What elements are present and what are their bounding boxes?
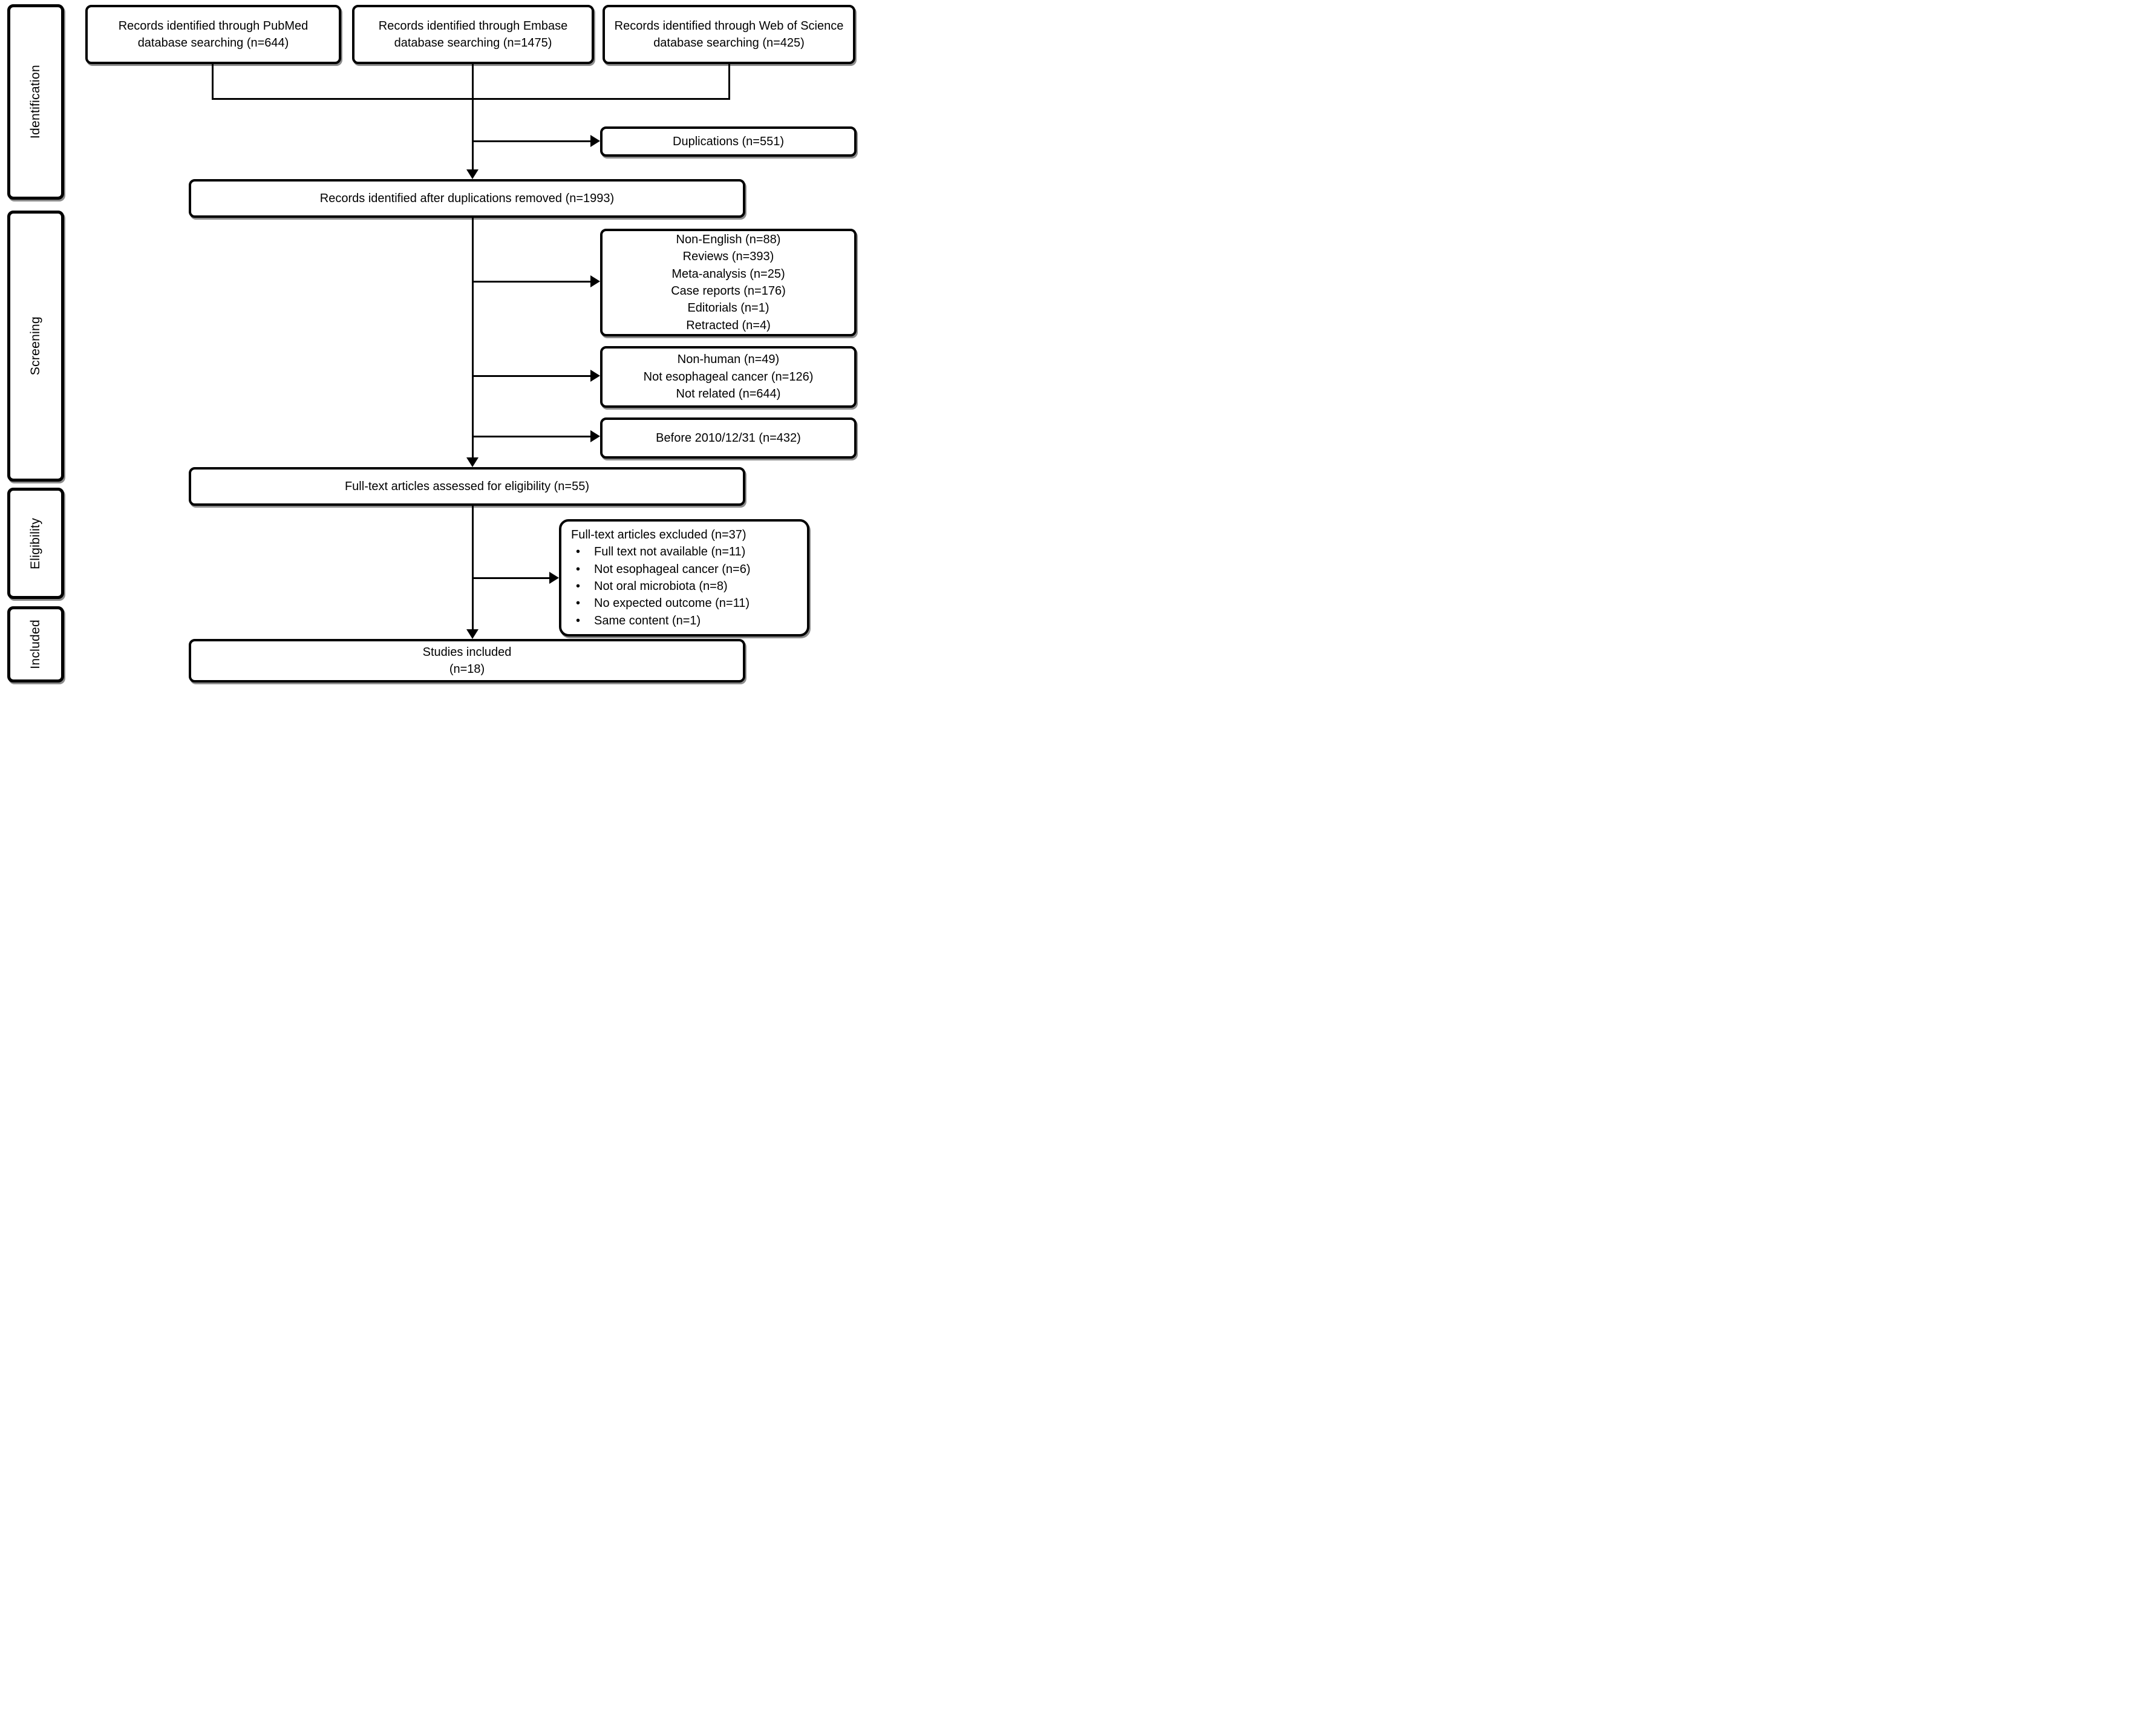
connector-merge-line — [212, 98, 730, 100]
excluded-item-not-esophageal-cancer: Not esophageal cancer (n=6) — [567, 561, 751, 578]
excluded-item-full-text-not-available: Full text not available (n=11) — [567, 543, 745, 560]
box-screening-exclusions-relevance: Non-human (n=49) Not esophageal cancer (… — [600, 346, 857, 408]
connector-exclusion-branch-3 — [472, 436, 591, 437]
arrowhead-right-exclusion-2 — [590, 370, 600, 382]
prisma-flow-diagram: Identification Screening Eligibility Inc… — [0, 0, 863, 690]
box-web-of-science-records-text: Records identified through Web of Scienc… — [614, 19, 844, 50]
excluded-item-no-expected-outcome: No expected outcome (n=11) — [567, 595, 750, 612]
stage-label-identification-text: Identification — [28, 65, 43, 139]
connector-duplications-branch — [472, 140, 591, 142]
arrowhead-down-after-duplications — [466, 169, 479, 179]
box-fulltext-assessed: Full-text articles assessed for eligibil… — [189, 467, 745, 506]
box-embase-records: Records identified through Embase databa… — [352, 5, 594, 64]
exclusion-line-reviews: Reviews (n=393) — [682, 250, 774, 264]
arrowhead-right-fulltext-excluded — [549, 572, 559, 584]
exclusion-line-not-related: Not related (n=644) — [676, 387, 781, 401]
box-pubmed-records-text: Records identified through PubMed databa… — [118, 19, 309, 50]
arrowhead-right-exclusion-1 — [590, 275, 600, 287]
arrowhead-down-studies-included — [466, 629, 479, 639]
exclusion-line-before-date: Before 2010/12/31 (n=432) — [656, 431, 801, 445]
box-fulltext-assessed-text: Full-text articles assessed for eligibil… — [344, 479, 590, 493]
excluded-item-not-oral-microbiota-text: Not oral microbiota (n=8) — [594, 580, 728, 593]
box-pubmed-records: Records identified through PubMed databa… — [85, 5, 341, 64]
exclusion-line-not-esophageal-cancer: Not esophageal cancer (n=126) — [643, 370, 814, 384]
connector-exclusion-branch-2 — [472, 375, 591, 377]
connector-exclusion-branch-1 — [472, 281, 591, 283]
connector-trunk-screening — [472, 218, 474, 459]
box-screening-exclusions-records: Non-English (n=88) Reviews (n=393) Meta-… — [600, 229, 857, 336]
connector-trunk-eligibility — [472, 506, 474, 630]
exclusion-line-retracted: Retracted (n=4) — [686, 318, 771, 332]
excluded-item-full-text-not-available-text: Full text not available (n=11) — [594, 545, 746, 559]
stage-label-included-text: Included — [28, 620, 43, 669]
box-studies-included-line1: Studies included — [422, 645, 512, 659]
box-embase-records-text: Records identified through Embase databa… — [378, 19, 568, 50]
box-studies-included: Studies included (n=18) — [189, 639, 745, 682]
box-screening-exclusions-date: Before 2010/12/31 (n=432) — [600, 417, 857, 459]
connector-wos-down — [728, 64, 730, 99]
excluded-item-not-oral-microbiota: Not oral microbiota (n=8) — [567, 578, 728, 595]
excluded-item-same-content-text: Same content (n=1) — [594, 614, 701, 627]
exclusion-line-case-reports: Case reports (n=176) — [671, 284, 786, 298]
connector-pubmed-down — [212, 64, 214, 99]
stage-label-screening: Screening — [7, 211, 64, 482]
exclusion-line-non-human: Non-human (n=49) — [677, 353, 780, 367]
exclusion-line-non-english: Non-English (n=88) — [676, 232, 781, 246]
box-duplications: Duplications (n=551) — [600, 126, 857, 157]
stage-label-identification: Identification — [7, 4, 64, 200]
box-web-of-science-records: Records identified through Web of Scienc… — [603, 5, 855, 64]
excluded-item-no-expected-outcome-text: No expected outcome (n=11) — [594, 597, 750, 610]
box-fulltext-excluded-title: Full-text articles excluded (n=37) — [571, 528, 746, 542]
stage-label-eligibility-text: Eligibility — [28, 517, 43, 569]
arrowhead-right-duplications — [590, 135, 600, 147]
stage-label-eligibility: Eligibility — [7, 488, 64, 599]
box-studies-included-line2: (n=18) — [449, 663, 485, 676]
excluded-item-same-content: Same content (n=1) — [567, 612, 701, 629]
box-records-after-duplications-removed-text: Records identified after duplications re… — [319, 191, 615, 205]
box-fulltext-excluded: Full-text articles excluded (n=37) Full … — [559, 519, 809, 637]
connector-fulltext-excluded-branch — [472, 577, 550, 579]
stage-label-included: Included — [7, 606, 64, 682]
exclusion-line-meta-analysis: Meta-analysis (n=25) — [671, 267, 785, 281]
box-duplications-text: Duplications (n=551) — [673, 134, 784, 148]
connector-trunk-identification — [472, 64, 474, 171]
exclusion-line-editorials: Editorials (n=1) — [687, 301, 769, 315]
arrowhead-down-fulltext-assessed — [466, 457, 479, 467]
stage-label-screening-text: Screening — [28, 316, 43, 376]
box-records-after-duplications-removed: Records identified after duplications re… — [189, 179, 745, 218]
arrowhead-right-exclusion-3 — [590, 430, 600, 442]
excluded-item-not-esophageal-cancer-text: Not esophageal cancer (n=6) — [594, 562, 751, 576]
